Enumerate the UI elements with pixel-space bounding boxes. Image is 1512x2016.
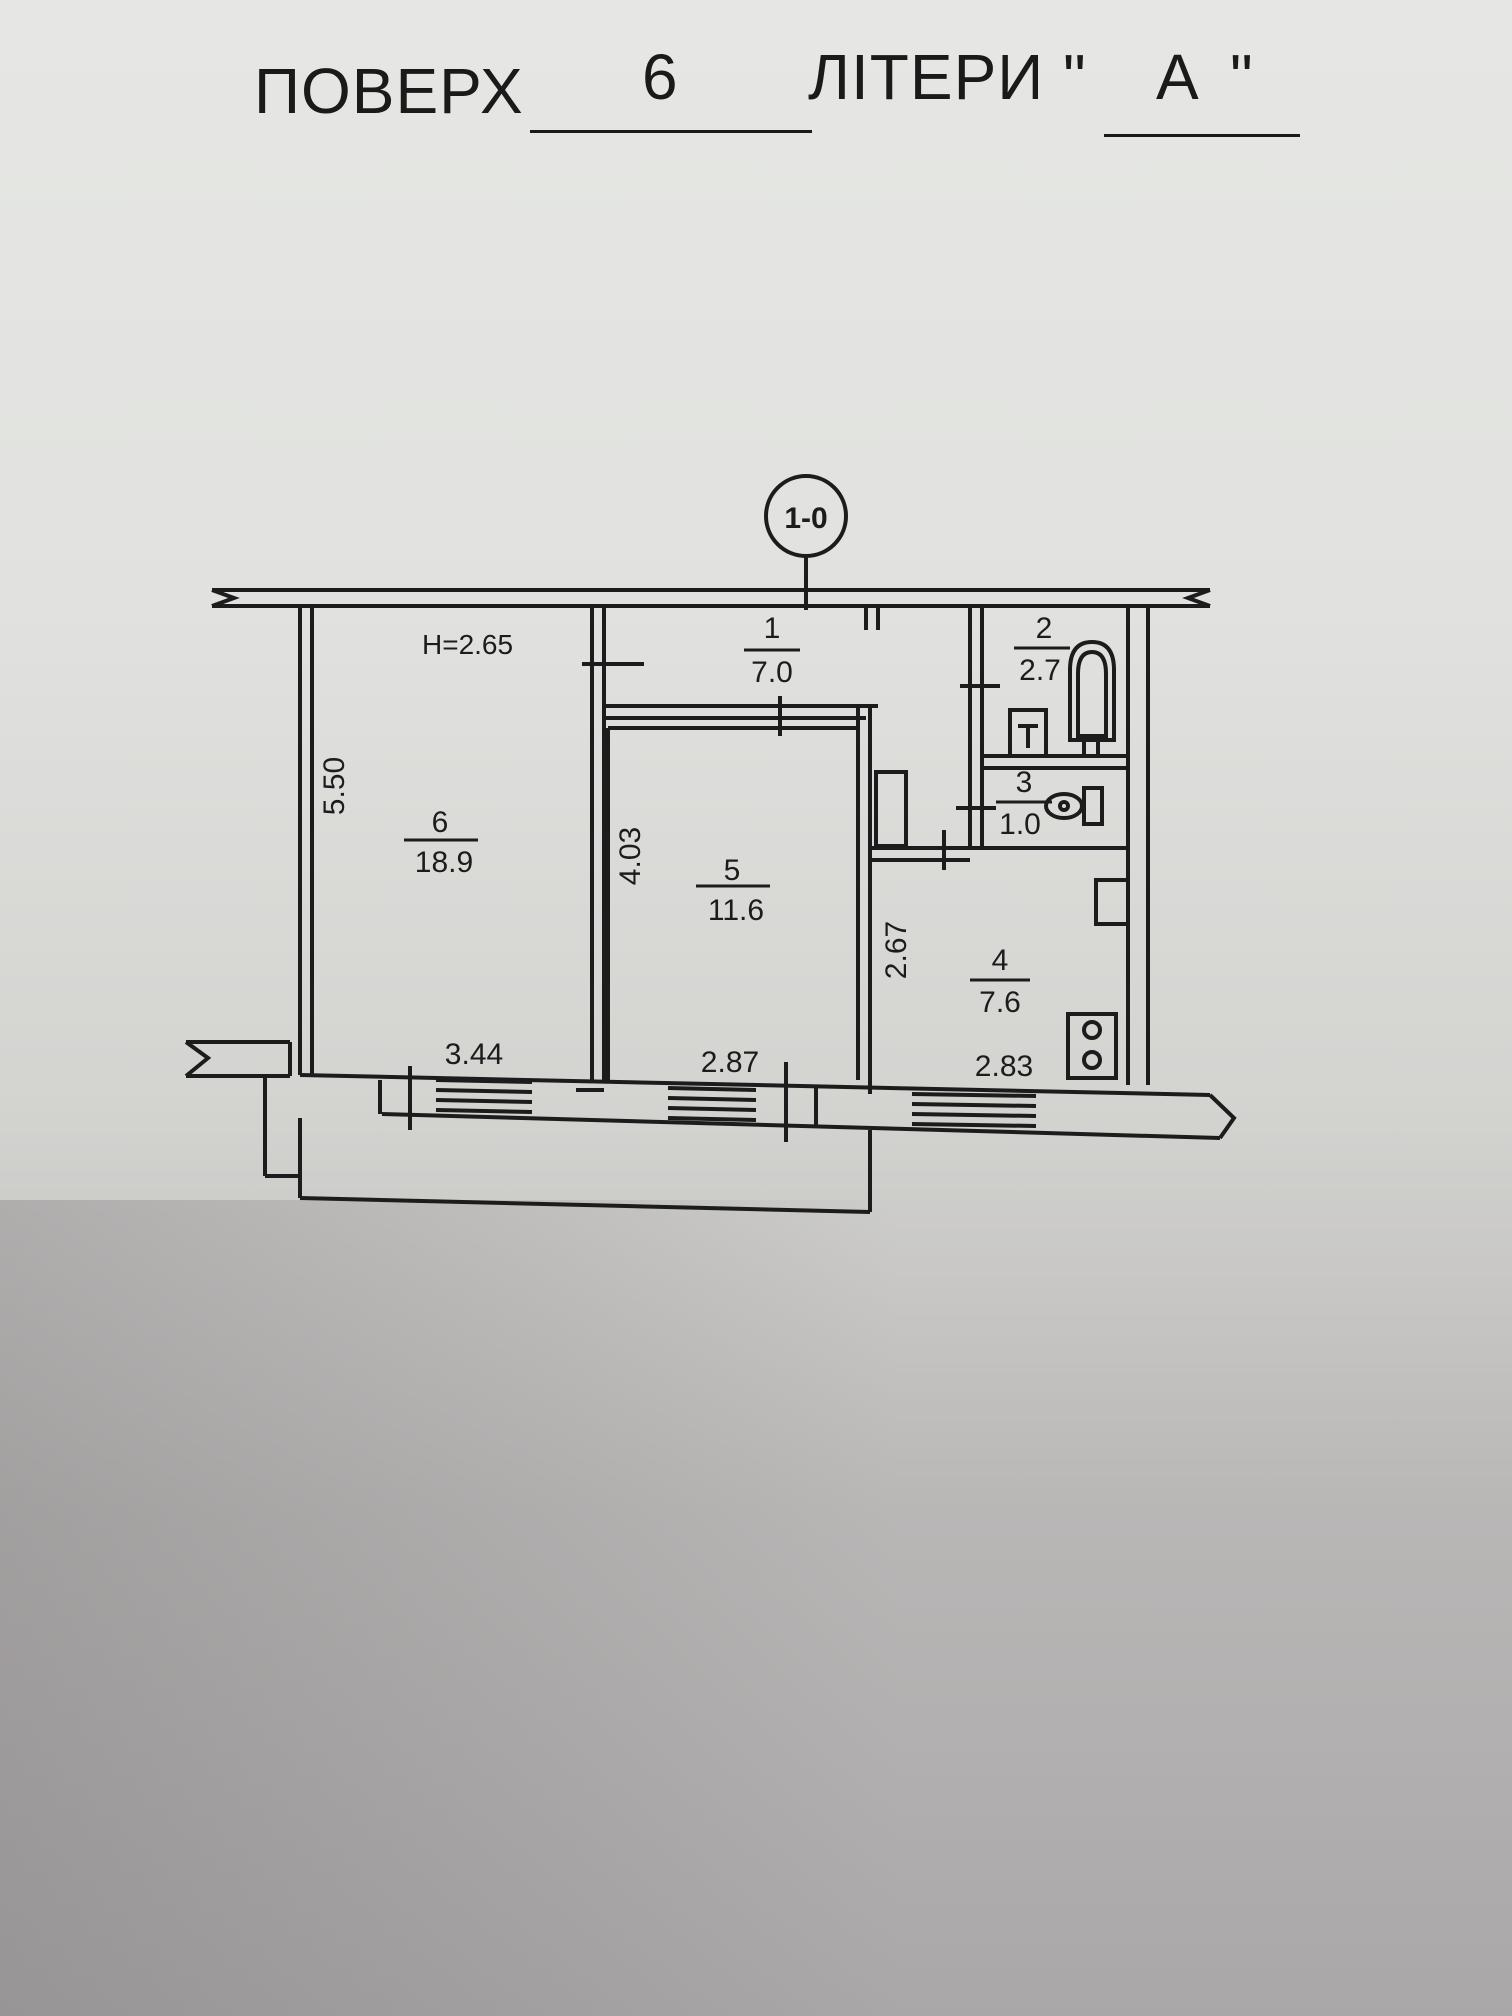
room-3-area: 1.0 bbox=[999, 808, 1041, 841]
axis-marker bbox=[764, 474, 848, 610]
bathroom-walls bbox=[870, 606, 1150, 1085]
floor-underline bbox=[530, 130, 812, 133]
dim-room4-width: 2.83 bbox=[975, 1050, 1033, 1083]
room-1-area: 7.0 bbox=[751, 656, 793, 689]
room-5-area: 11.6 bbox=[708, 894, 764, 927]
kitchen-sink-icon bbox=[1094, 878, 1130, 926]
room-3-number: 3 bbox=[1016, 766, 1033, 799]
dim-room6-width: 3.44 bbox=[445, 1038, 503, 1071]
ceiling-height: H=2.65 bbox=[422, 629, 513, 660]
letter-value: А bbox=[1156, 41, 1200, 113]
window-room-6 bbox=[435, 1078, 533, 1114]
letter-close-quote: " bbox=[1230, 41, 1254, 113]
kitchen-wall bbox=[576, 1080, 872, 1094]
floor-value: 6 bbox=[642, 41, 679, 113]
dim-room6-length: 5.50 bbox=[318, 757, 351, 815]
paper-shadow bbox=[0, 1200, 900, 2016]
dim-room5-width: 2.87 bbox=[701, 1046, 759, 1079]
room-4-area: 7.6 bbox=[979, 986, 1021, 1019]
room-6-number: 6 bbox=[432, 806, 449, 839]
window-room-5 bbox=[667, 1086, 757, 1122]
letter-underline bbox=[1104, 134, 1300, 137]
dim-room4-length: 2.67 bbox=[880, 921, 913, 979]
room-1-number: 1 bbox=[764, 612, 781, 645]
room-2-number: 2 bbox=[1036, 612, 1053, 645]
axis-mark-label: 1-0 bbox=[784, 502, 827, 535]
bathtub bbox=[1068, 639, 1116, 742]
room-2-area: 2.7 bbox=[1019, 654, 1061, 687]
sink-icon bbox=[1008, 708, 1048, 758]
room-4-number: 4 bbox=[992, 944, 1009, 977]
balcony bbox=[298, 1062, 872, 1214]
room-5-walls bbox=[606, 706, 872, 1080]
stove-icon bbox=[1066, 1012, 1118, 1080]
window-room-4 bbox=[911, 1092, 1037, 1128]
room-6-walls bbox=[298, 606, 644, 1080]
room-1-walls bbox=[604, 606, 880, 736]
faucet-icon bbox=[1078, 734, 1104, 756]
floor-label: ПОВЕРХ bbox=[254, 55, 524, 127]
letter-label: ЛІТЕРИ " bbox=[808, 41, 1087, 113]
top-wall bbox=[211, 588, 1211, 608]
room-5-number: 5 bbox=[724, 854, 741, 887]
toilet-icon bbox=[1044, 786, 1104, 826]
room-6-area: 18.9 bbox=[415, 846, 473, 879]
dim-room5-length: 4.03 bbox=[614, 827, 647, 885]
floor-header: ПОВЕРХ 6 ЛІТЕРИ " А " bbox=[250, 40, 1300, 137]
